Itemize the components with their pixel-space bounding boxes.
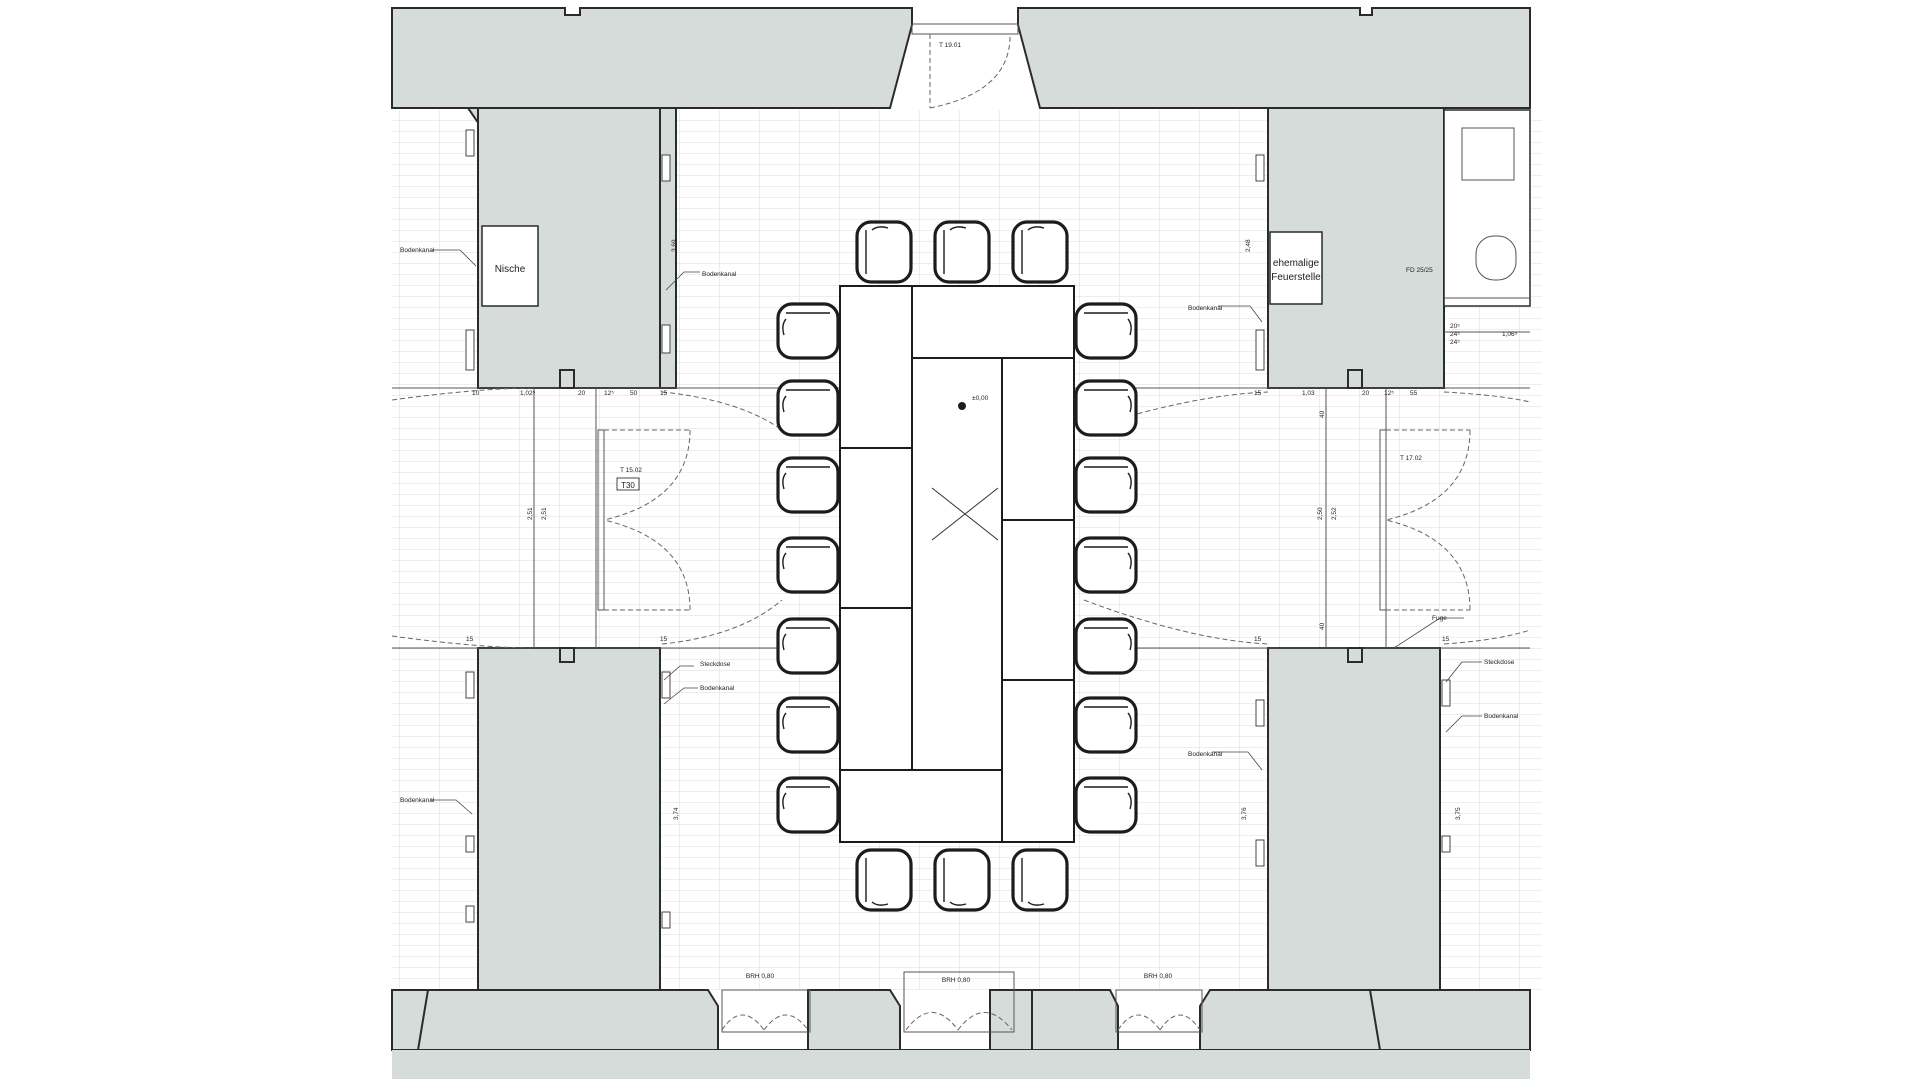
svg-text:12⁵: 12⁵ [604, 390, 614, 397]
svg-text:1,02⁵: 1,02⁵ [520, 390, 536, 397]
chairs-top [855, 220, 1069, 284]
chair [776, 696, 840, 754]
chair [776, 456, 840, 514]
niche-box [481, 225, 539, 307]
svg-text:3,75: 3,75 [1455, 807, 1462, 820]
svg-text:2,52: 2,52 [1331, 507, 1338, 520]
chairs-bottom [855, 848, 1069, 912]
chair [1074, 696, 1138, 754]
fire-rating-box [616, 477, 640, 491]
wall-top-left [391, 7, 913, 109]
conference-table [839, 285, 1075, 843]
chair [933, 220, 991, 284]
niche-label: Nische [495, 264, 526, 275]
svg-text:2,50: 2,50 [1317, 507, 1324, 520]
door-top [911, 23, 1019, 109]
svg-text:12⁵: 12⁵ [1384, 390, 1394, 397]
chairs-left [776, 302, 840, 834]
column-stub-left [559, 369, 575, 389]
svg-text:15: 15 [1442, 636, 1450, 643]
chairs-right [1074, 302, 1138, 834]
joint-label: Fuge [1432, 615, 1447, 622]
floor-duct-label: Bodenkanal [1484, 713, 1519, 720]
chair [933, 848, 991, 912]
chair [1074, 302, 1138, 360]
door-top-label: T 19.01 [939, 42, 961, 49]
chair [855, 848, 913, 912]
floor-duct-label: Bodenkanal [1188, 305, 1223, 312]
wall-bottom [391, 989, 1531, 1051]
svg-text:24⁵: 24⁵ [1450, 331, 1460, 338]
svg-text:40: 40 [1319, 410, 1326, 418]
chair [855, 220, 913, 284]
door-left-label: T 15.02 [620, 467, 642, 474]
sill-height-label: BRH 0,80 [942, 977, 971, 984]
chair [776, 617, 840, 675]
chair [1011, 848, 1069, 912]
svg-text:15: 15 [660, 636, 668, 643]
chair [776, 379, 840, 437]
socket-label: Steckdose [1484, 659, 1515, 666]
svg-text:3,74: 3,74 [673, 807, 680, 820]
svg-text:10: 10 [472, 390, 480, 397]
chair [776, 302, 840, 360]
sill-height-label: BRH 0,80 [746, 973, 775, 980]
door-left [597, 429, 691, 611]
fireplace-label-1: ehemalige [1273, 258, 1320, 269]
chair [1074, 776, 1138, 834]
bottom-wall-fill [392, 1050, 1530, 1079]
svg-text:1,06⁵: 1,06⁵ [1502, 331, 1518, 338]
column-stub-right [1347, 369, 1363, 389]
svg-text:15: 15 [1254, 636, 1262, 643]
socket-label: Steckdose [700, 661, 731, 668]
door-right [1379, 429, 1471, 611]
column-stub-right-lower [1347, 647, 1363, 663]
chair [776, 536, 840, 594]
svg-text:50: 50 [630, 390, 638, 397]
window-frames [721, 971, 1203, 1033]
pillar-right-lower [1267, 647, 1441, 991]
svg-text:15: 15 [660, 390, 668, 397]
svg-text:20: 20 [1362, 390, 1370, 397]
chair [1074, 617, 1138, 675]
dimensions: 10 1,02⁵ 20 12⁵ 50 15 15 1,03 20 12⁵ 55 … [466, 239, 1518, 820]
svg-text:24⁵: 24⁵ [1450, 339, 1460, 346]
floor-duct-label: Bodenkanal [700, 685, 735, 692]
column-stub-left-lower [559, 647, 575, 663]
svg-text:15: 15 [1254, 390, 1262, 397]
door-right-label: T 17.02 [1400, 455, 1422, 462]
svg-text:2,51: 2,51 [541, 507, 548, 520]
svg-text:20⁵: 20⁵ [1450, 323, 1460, 330]
floor-outlets [465, 129, 1451, 929]
floor-duct-label: Bodenkanal [400, 797, 435, 804]
floor-duct-label: Bodenkanal [702, 271, 737, 278]
svg-text:3,69: 3,69 [671, 239, 678, 252]
level-mark: ±0,00 [972, 395, 989, 402]
chair [1074, 379, 1138, 437]
svg-text:3,76: 3,76 [1241, 807, 1248, 820]
chair [1074, 536, 1138, 594]
svg-text:20: 20 [578, 390, 586, 397]
svg-text:55: 55 [1410, 390, 1418, 397]
fd-label: FD 25/25 [1406, 267, 1433, 274]
svg-text:40: 40 [1319, 622, 1326, 630]
leader-lines [430, 249, 1482, 815]
sill-height-label: BRH 0,80 [1144, 973, 1173, 980]
svg-text:2,48: 2,48 [1245, 239, 1252, 252]
floor-duct-label: Bodenkanal [1188, 751, 1223, 758]
chair [1074, 456, 1138, 514]
svg-text:2,51: 2,51 [527, 507, 534, 520]
door-left-rating: T30 [621, 481, 635, 490]
floor-duct-label: Bodenkanal [400, 247, 435, 254]
wc-room [1443, 109, 1531, 333]
wall-top-right [1017, 7, 1531, 109]
svg-text:1,03: 1,03 [1302, 390, 1315, 397]
pillar-left-lower [477, 647, 661, 991]
fireplace-label-2: Feuerstelle [1271, 272, 1321, 283]
chair [776, 776, 840, 834]
fireplace-box [1269, 231, 1323, 305]
chair [1011, 220, 1069, 284]
svg-text:15: 15 [466, 636, 474, 643]
